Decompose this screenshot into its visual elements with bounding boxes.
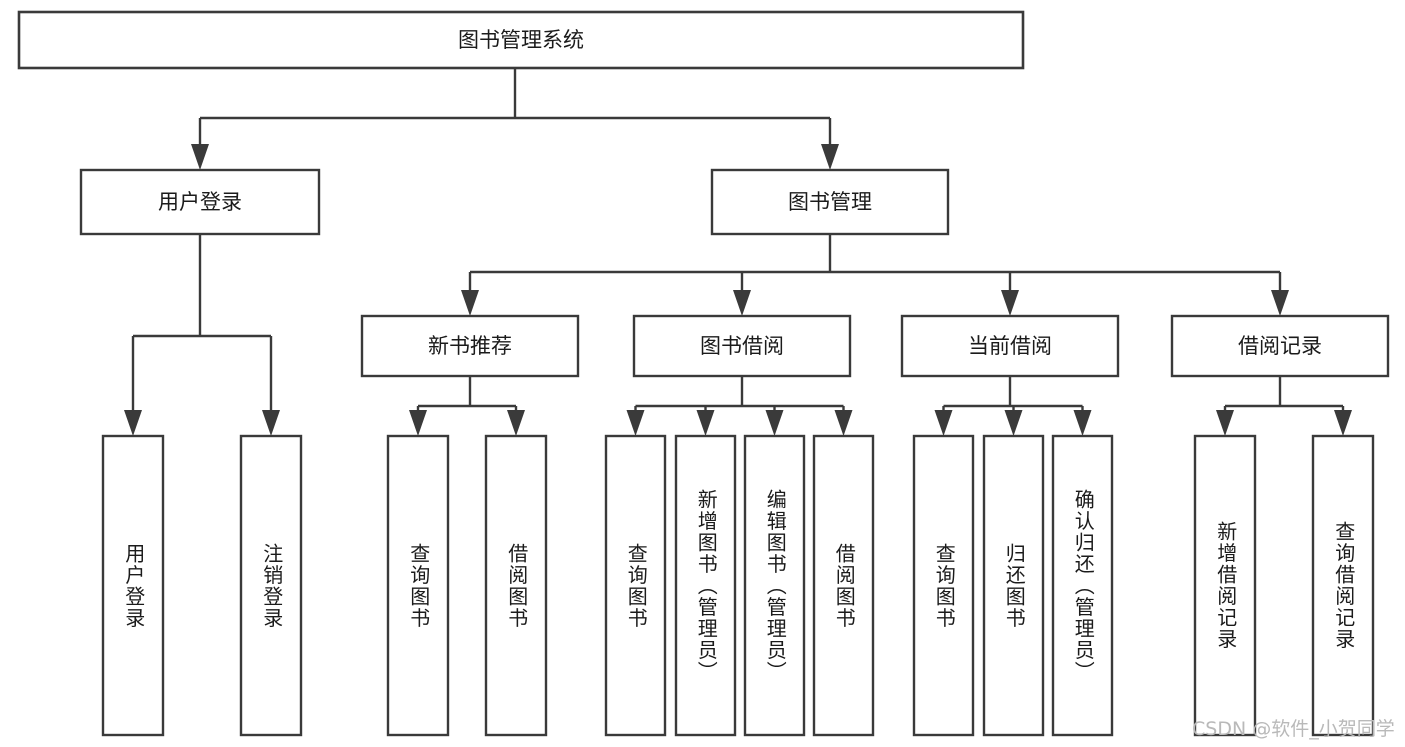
level2-node-当前借阅[interactable] <box>900 314 1120 378</box>
level2-node-label: 图书借阅 <box>700 334 784 358</box>
arrow-head-icon <box>124 410 142 436</box>
arrow-head-icon <box>1073 410 1092 436</box>
level2-node-图书借阅[interactable] <box>632 314 852 378</box>
level2-node-label: 新书推荐 <box>428 334 512 358</box>
level1-node-图书管理[interactable] <box>710 168 950 236</box>
level1-node-label: 图书管理 <box>788 190 872 214</box>
arrow-head-icon <box>409 410 427 436</box>
arrow-head-icon <box>696 410 715 436</box>
level2-node-借阅记录[interactable] <box>1170 314 1390 378</box>
watermark-text: CSDN @软件_小贺同学 <box>1192 718 1395 740</box>
leaf-node-借阅图书[interactable] <box>484 434 548 737</box>
arrow-head-icon <box>1216 410 1234 436</box>
level1-node-label: 用户登录 <box>158 190 242 214</box>
arrow-head-icon <box>191 144 209 170</box>
arrow-head-icon <box>934 410 953 436</box>
leaf-node-用户登录[interactable] <box>101 434 165 737</box>
leaf-node-新增图书管理员[interactable] <box>674 434 737 737</box>
root-node-图书管理系统[interactable] <box>17 10 1025 70</box>
arrow-head-icon <box>1271 290 1289 316</box>
arrow-head-icon <box>626 410 645 436</box>
arrow-head-icon <box>262 410 280 436</box>
root-node-label: 图书管理系统 <box>458 28 584 52</box>
leaf-node-借阅图书[interactable] <box>812 434 875 737</box>
leaf-node-编辑图书管理员[interactable] <box>743 434 806 737</box>
leaf-node-新增借阅记录[interactable] <box>1193 434 1257 737</box>
arrow-head-icon <box>834 410 853 436</box>
arrow-head-icon <box>507 410 525 436</box>
arrow-head-icon <box>765 410 784 436</box>
arrow-head-icon <box>1004 410 1023 436</box>
arrow-head-icon <box>733 290 751 316</box>
leaf-node-查询图书[interactable] <box>912 434 975 737</box>
arrow-head-icon <box>1334 410 1352 436</box>
node-box-layer <box>17 10 1390 737</box>
arrow-head-icon <box>461 290 479 316</box>
leaf-node-注销登录[interactable] <box>239 434 303 737</box>
arrow-head-icon <box>1001 290 1019 316</box>
leaf-node-查询借阅记录[interactable] <box>1311 434 1375 737</box>
leaf-node-查询图书[interactable] <box>604 434 667 737</box>
leaf-node-查询图书[interactable] <box>386 434 450 737</box>
level2-node-label: 借阅记录 <box>1238 334 1322 358</box>
connector-layer <box>124 68 1352 436</box>
level2-node-新书推荐[interactable] <box>360 314 580 378</box>
leaf-node-归还图书[interactable] <box>982 434 1045 737</box>
level2-node-label: 当前借阅 <box>968 334 1052 358</box>
arrow-head-icon <box>821 144 839 170</box>
level1-node-用户登录[interactable] <box>79 168 321 236</box>
leaf-node-确认归还管理员[interactable] <box>1051 434 1114 737</box>
